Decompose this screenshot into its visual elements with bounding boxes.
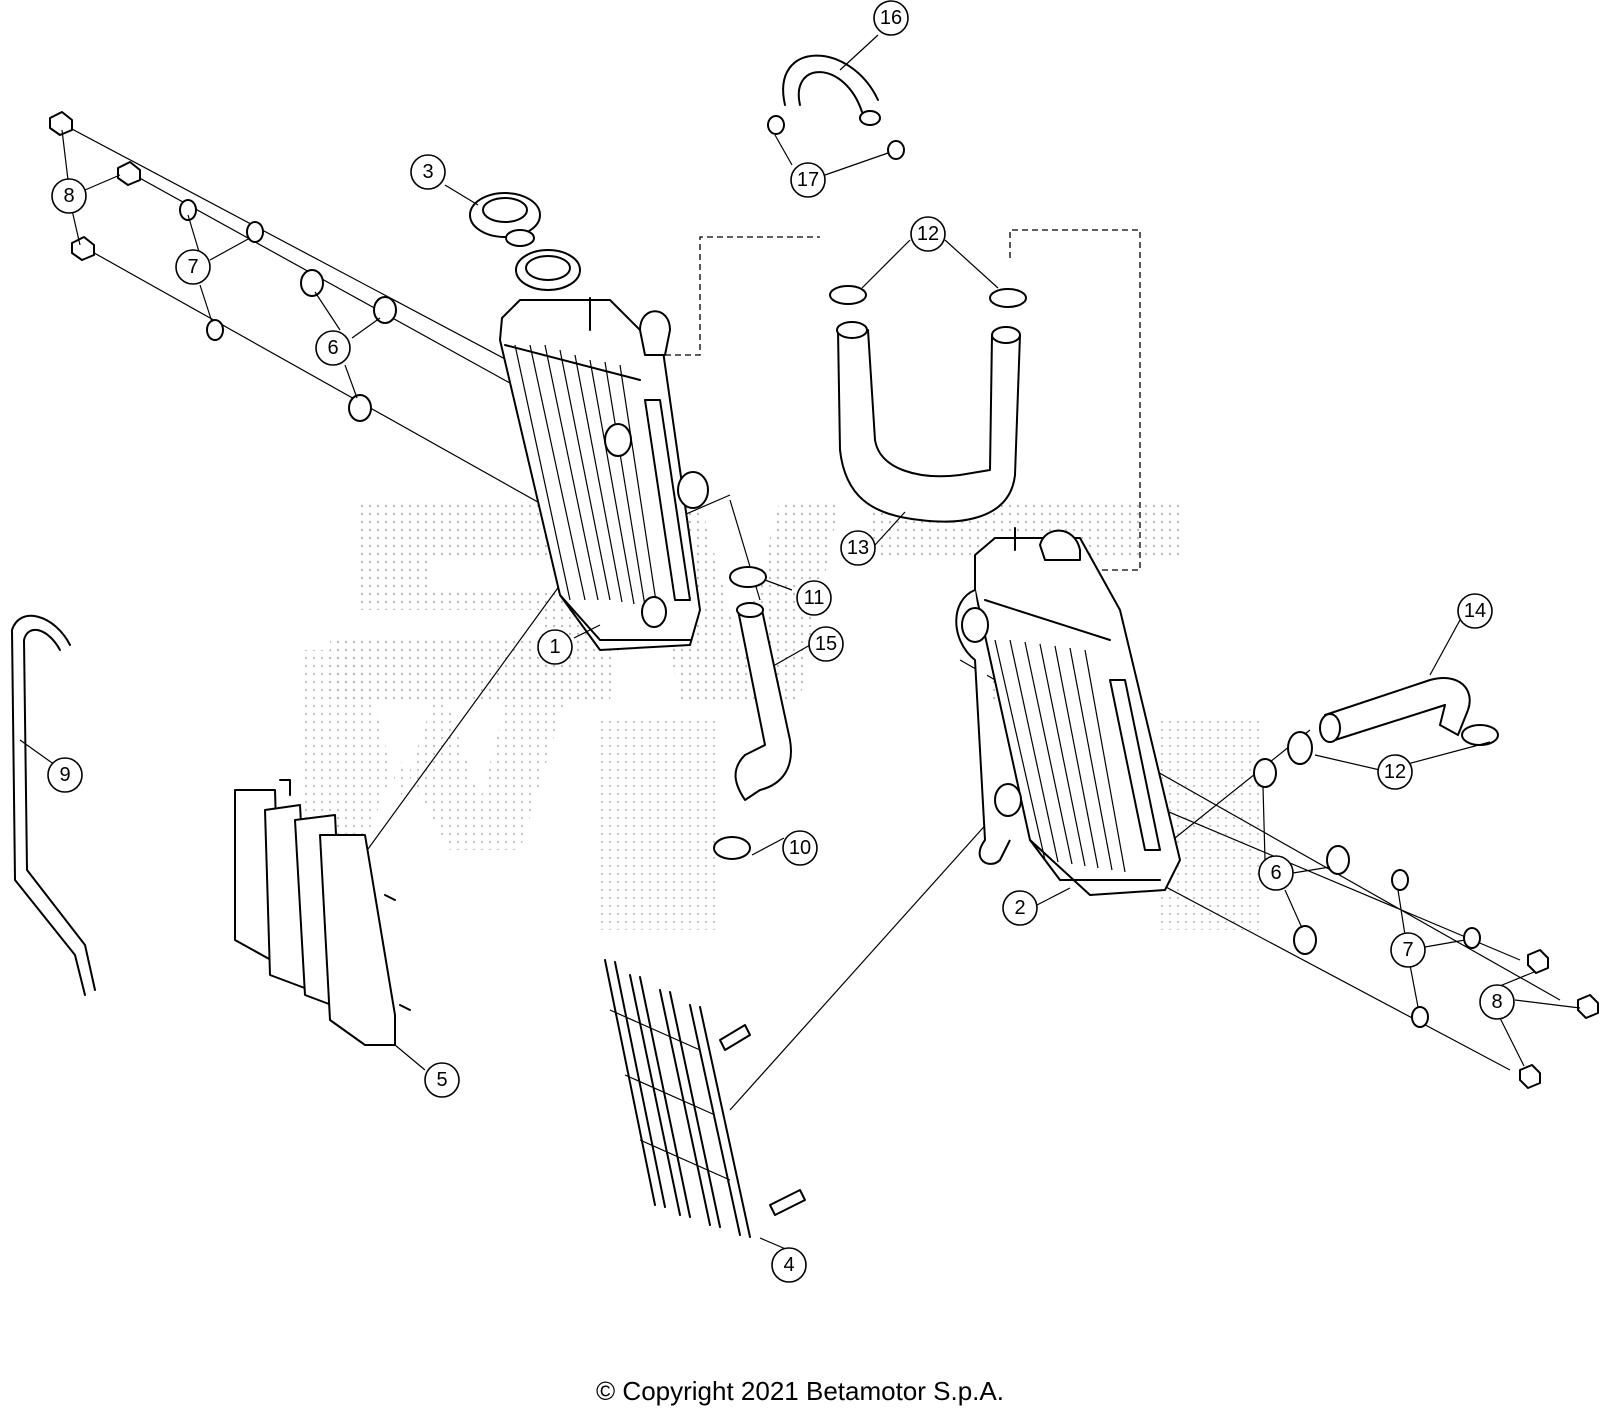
hose-part-14 <box>1287 677 1499 765</box>
callout-8-left: 8 <box>51 178 87 214</box>
svg-text:5: 5 <box>436 1069 447 1091</box>
callout-16: 16 <box>873 0 909 36</box>
callout-12-right: 12 <box>1377 754 1413 790</box>
callout-6-left: 6 <box>315 330 351 366</box>
shroud-part-5 <box>234 779 411 1046</box>
callout-7-left: 7 <box>175 249 211 285</box>
svg-text:11: 11 <box>804 587 825 609</box>
callout-7-right: 7 <box>1390 932 1426 968</box>
svg-text:8: 8 <box>63 185 74 207</box>
callout-4: 4 <box>771 1247 807 1283</box>
svg-text:7: 7 <box>1402 939 1413 961</box>
callout-10: 10 <box>782 830 818 866</box>
svg-text:7: 7 <box>187 256 198 278</box>
svg-text:8: 8 <box>1491 991 1502 1013</box>
hose-clamps-part-12-top <box>829 285 1027 308</box>
svg-text:14: 14 <box>1464 600 1486 622</box>
callout-13: 13 <box>840 530 876 566</box>
u-hose-part-13 <box>836 321 1021 523</box>
svg-text:12: 12 <box>917 223 939 245</box>
callout-6-right: 6 <box>1258 855 1294 891</box>
svg-text:3: 3 <box>422 161 433 183</box>
hose-part-16 <box>767 54 905 160</box>
callout-9: 9 <box>47 757 83 793</box>
svg-text:10: 10 <box>789 837 811 859</box>
left-radiator-part-1 <box>499 249 709 651</box>
callout-3: 3 <box>410 154 446 190</box>
hose-part-15 <box>713 566 792 860</box>
svg-text:15: 15 <box>815 633 837 655</box>
copyright-notice: © Copyright 2021 Betamotor S.p.A. <box>596 1376 1004 1406</box>
callout-14: 14 <box>1457 593 1493 629</box>
callout-12-top: 12 <box>910 216 946 252</box>
tube-part-9 <box>11 614 96 996</box>
svg-text:1: 1 <box>549 636 560 658</box>
fasteners <box>49 111 1599 1089</box>
right-radiator-part-2 <box>955 527 1181 896</box>
svg-text:2: 2 <box>1014 897 1025 919</box>
callout-11: 11 <box>796 580 832 616</box>
svg-text:12: 12 <box>1384 761 1406 783</box>
svg-text:16: 16 <box>880 7 902 29</box>
callout-15: 15 <box>808 626 844 662</box>
svg-text:6: 6 <box>327 337 338 359</box>
svg-text:4: 4 <box>783 1254 794 1276</box>
callout-2: 2 <box>1002 890 1038 926</box>
svg-text:9: 9 <box>59 764 70 786</box>
grille-part-4 <box>604 959 806 1238</box>
callout-5: 5 <box>424 1062 460 1098</box>
radiator-cap-part-3 <box>469 192 541 247</box>
callout-1: 1 <box>537 629 573 665</box>
callout-17: 17 <box>790 162 826 198</box>
svg-text:13: 13 <box>847 537 869 559</box>
svg-text:6: 6 <box>1270 862 1281 884</box>
svg-text:17: 17 <box>797 169 819 191</box>
callout-8-right: 8 <box>1479 984 1515 1020</box>
